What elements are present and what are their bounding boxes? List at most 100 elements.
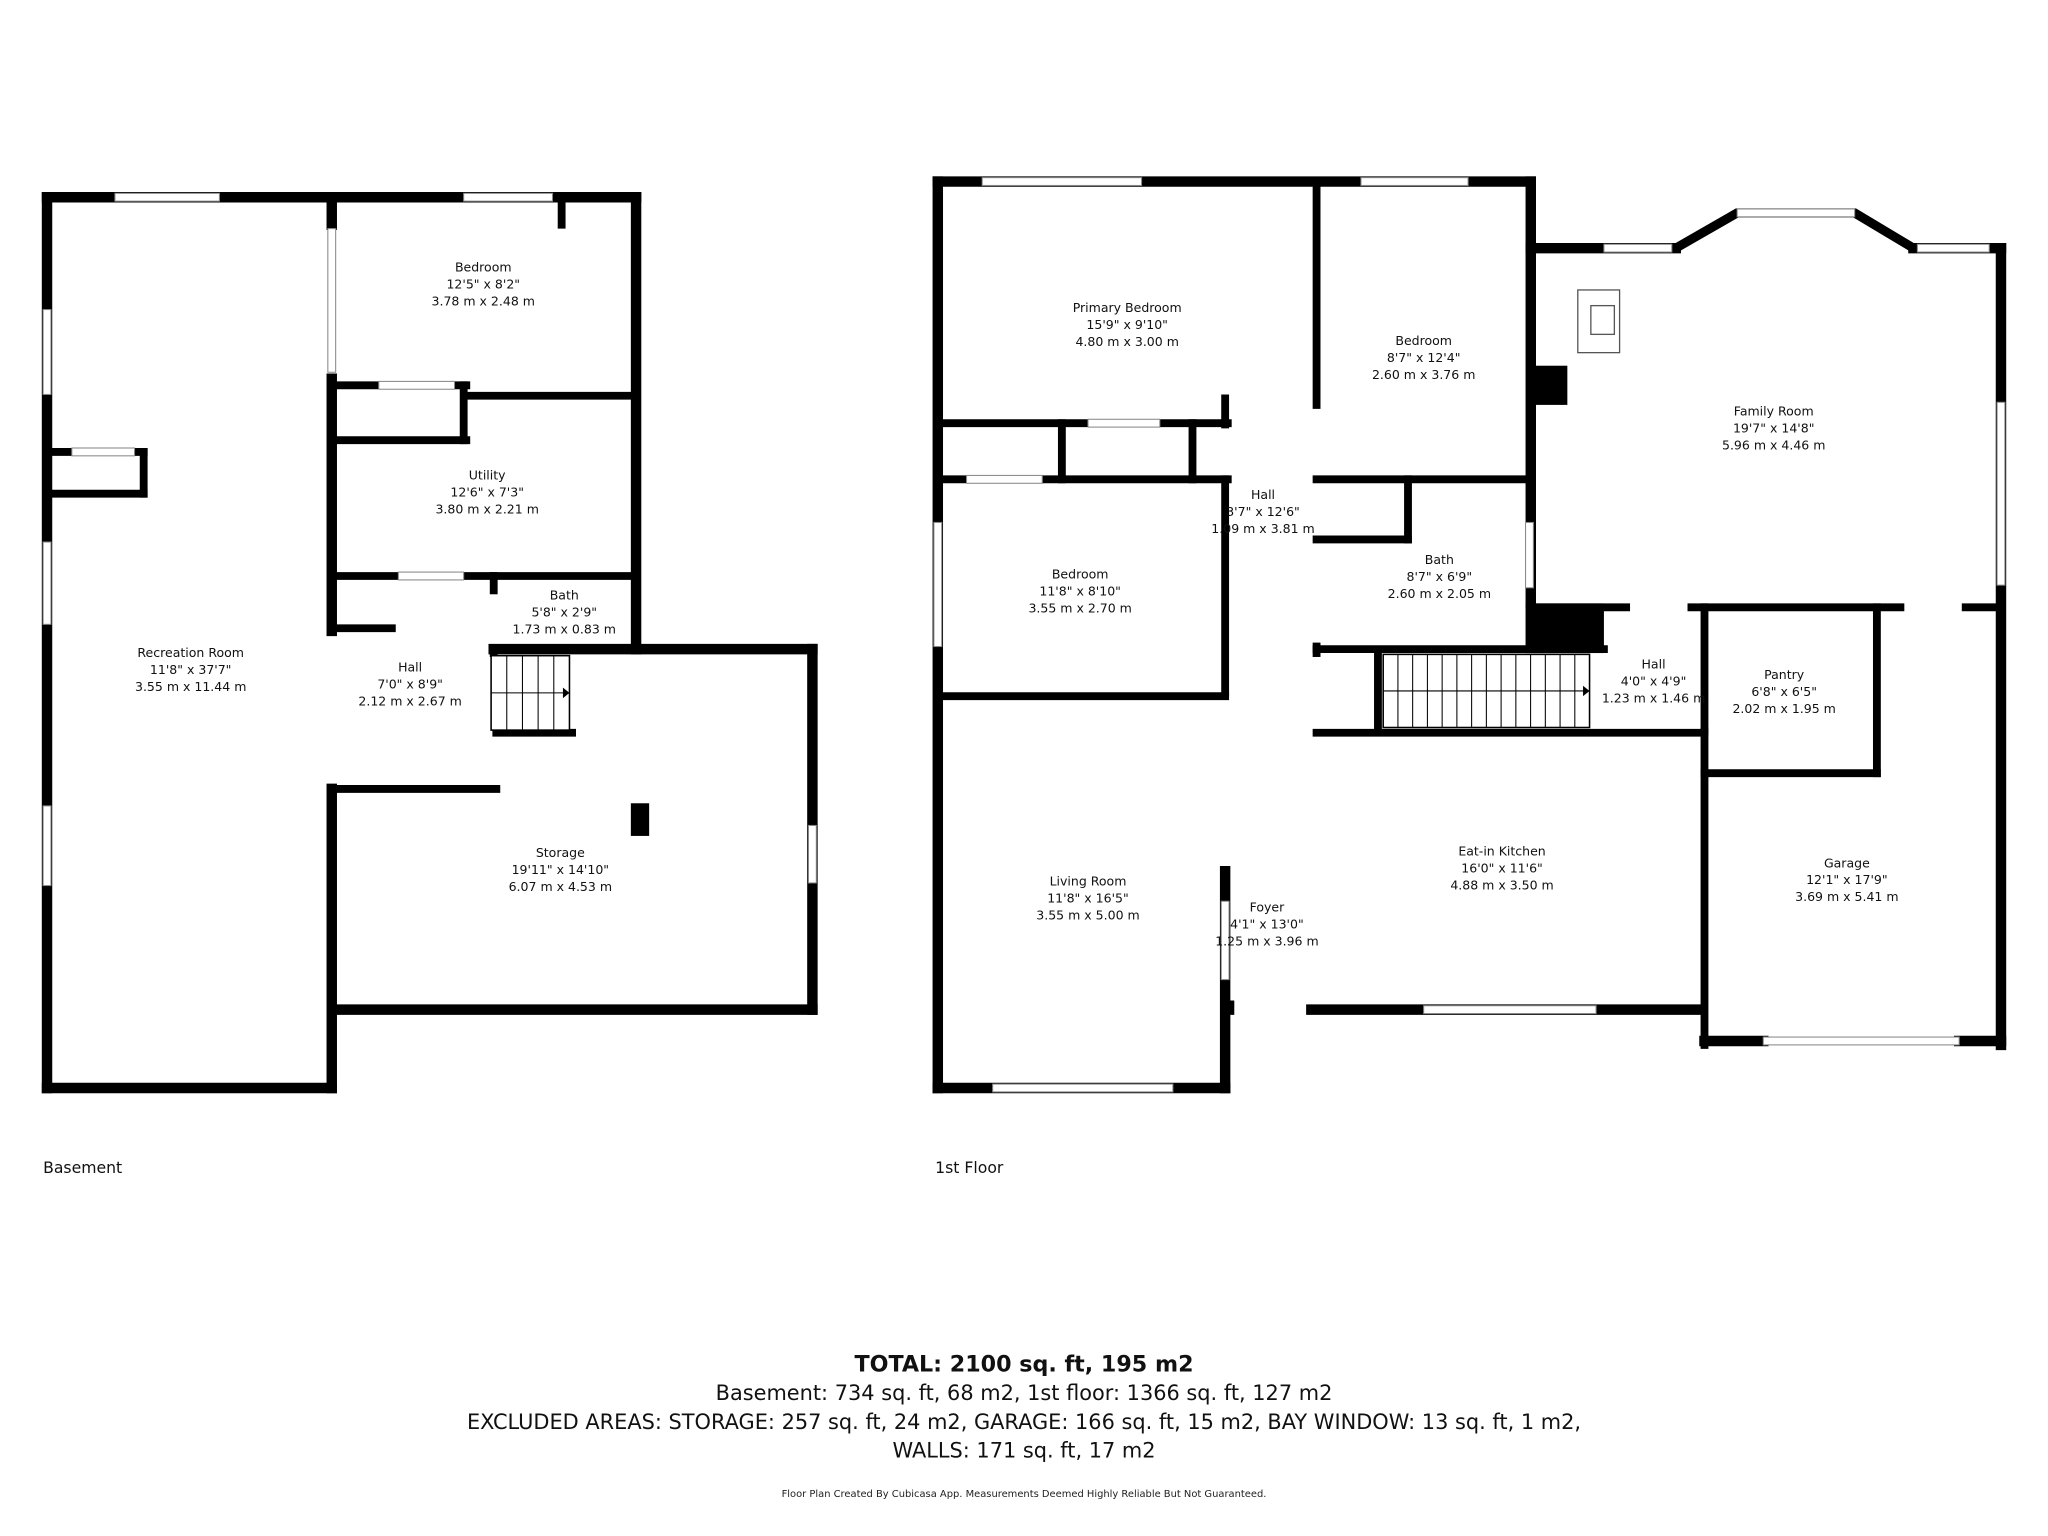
window: [327, 228, 337, 373]
window: [1423, 1005, 1597, 1015]
room-size-imperial: 4'1" x 13'0": [1230, 917, 1304, 932]
room-size-imperial: 12'6" x 7'3": [450, 484, 524, 499]
basement-room-bedroom: Bedroom 12'5" x 8'2" 3.78 m x 2.48 m: [432, 260, 535, 309]
window: [42, 309, 52, 395]
first-floor-room-pantry: Pantry 6'8" x 6'5" 2.02 m x 1.95 m: [1732, 667, 1835, 716]
first-floor-room-hall-2: Hall 4'0" x 4'9" 1.23 m x 1.46 m: [1602, 657, 1705, 706]
room-size-metric: 1.25 m x 3.96 m: [1215, 934, 1318, 949]
window: [807, 824, 817, 884]
fireplace-insert: [1590, 304, 1616, 336]
room-name: Eat-in Kitchen: [1458, 844, 1545, 859]
room-name: Living Room: [1050, 874, 1127, 889]
window: [1736, 208, 1856, 218]
room-size-imperial: 4'0" x 4'9": [1621, 674, 1687, 689]
room-size-metric: 4.80 m x 3.00 m: [1075, 334, 1178, 349]
room-name: Bath: [1425, 552, 1454, 567]
room-size-metric: 2.60 m x 2.05 m: [1388, 586, 1491, 601]
room-name: Bath: [550, 588, 579, 603]
first-floor-room-bedroom-2: Bedroom 8'7" x 12'4" 2.60 m x 3.76 m: [1372, 333, 1475, 382]
wall-block: [1525, 603, 1604, 654]
room-size-imperial: 12'1" x 17'9": [1806, 872, 1888, 887]
window: [1360, 177, 1469, 186]
chimney: [1534, 365, 1568, 405]
room-size-imperial: 16'0" x 11'6": [1461, 860, 1543, 875]
excluded-areas: EXCLUDED AREAS: STORAGE: 257 sq. ft, 24 …: [467, 1410, 1581, 1434]
first-floor-room-garage: Garage 12'1" x 17'9" 3.69 m x 5.41 m: [1795, 855, 1898, 904]
room-size-imperial: 8'7" x 6'9": [1407, 569, 1473, 584]
stairs: [490, 653, 1591, 731]
room-size-metric: 3.55 m x 5.00 m: [1036, 908, 1139, 923]
stair-arrow-icon: [562, 687, 570, 699]
floor-areas: Basement: 734 sq. ft, 68 m2, 1st floor: …: [716, 1381, 1333, 1405]
room-size-metric: 3.80 m x 2.21 m: [435, 501, 538, 516]
window: [1087, 418, 1161, 428]
room-name: Recreation Room: [137, 645, 244, 660]
room-size-metric: 5.96 m x 4.46 m: [1722, 437, 1825, 452]
first-floor-room-family: Family Room 19'7" x 14'8" 5.96 m x 4.46 …: [1722, 403, 1825, 452]
window: [463, 192, 554, 202]
room-size-metric: 2.02 m x 1.95 m: [1732, 701, 1835, 716]
room-size-metric: 1.09 m x 3.81 m: [1211, 521, 1314, 536]
window: [992, 1083, 1174, 1093]
walls: [41, 176, 2007, 1094]
room-size-imperial: 15'9" x 9'10": [1086, 317, 1168, 332]
window: [1996, 401, 2006, 586]
room-size-metric: 4.88 m x 3.50 m: [1450, 877, 1553, 892]
room-name: Bedroom: [1395, 333, 1452, 348]
stair-arrow-icon: [1583, 685, 1590, 697]
bay-window-wall: [1673, 208, 1916, 253]
first-floor-room-primary-bedroom: Primary Bedroom 15'9" x 9'10" 4.80 m x 3…: [1073, 300, 1182, 349]
room-name: Garage: [1824, 855, 1870, 870]
room-name: Foyer: [1250, 900, 1286, 915]
fixtures: [1577, 289, 1621, 354]
room-size-imperial: 11'8" x 16'5": [1047, 891, 1129, 906]
room-size-metric: 2.12 m x 2.67 m: [358, 693, 461, 708]
room-name: Hall: [1251, 487, 1275, 502]
room-size-imperial: 19'11" x 14'10": [512, 862, 609, 877]
first-floor-room-living: Living Room 11'8" x 16'5" 3.55 m x 5.00 …: [1036, 874, 1139, 923]
basement-room-utility: Utility 12'6" x 7'3" 3.80 m x 2.21 m: [435, 467, 538, 516]
room-size-metric: 1.73 m x 0.83 m: [513, 621, 616, 636]
window: [1916, 243, 1990, 253]
window: [71, 447, 136, 457]
window: [114, 192, 220, 202]
window: [966, 474, 1043, 484]
window: [1762, 1036, 1960, 1046]
room-size-imperial: 11'8" x 37'7": [150, 662, 232, 677]
first-floor-room-foyer: Foyer 4'1" x 13'0" 1.25 m x 3.96 m: [1215, 900, 1318, 949]
first-floor-label: 1st Floor: [935, 1158, 1004, 1177]
room-size-imperial: 7'0" x 8'9": [377, 676, 443, 691]
window: [42, 541, 52, 625]
room-name: Family Room: [1734, 403, 1814, 418]
window: [397, 571, 465, 581]
walls-area: WALLS: 171 sq. ft, 17 m2: [892, 1439, 1155, 1463]
room-size-metric: 1.23 m x 1.46 m: [1602, 691, 1705, 706]
room-name: Utility: [469, 467, 506, 482]
window: [1220, 900, 1230, 981]
room-size-metric: 2.60 m x 3.76 m: [1372, 367, 1475, 382]
total-area: TOTAL: 2100 sq. ft, 195 m2: [854, 1351, 1193, 1377]
first-floor-room-kitchen: Eat-in Kitchen 16'0" x 11'6" 4.88 m x 3.…: [1450, 844, 1553, 893]
room-size-metric: 3.69 m x 5.41 m: [1795, 889, 1898, 904]
room-name: Primary Bedroom: [1073, 300, 1182, 315]
room-size-imperial: 19'7" x 14'8": [1733, 420, 1815, 435]
room-size-metric: 3.55 m x 2.70 m: [1028, 601, 1131, 616]
basement-room-hall: Hall 7'0" x 8'9" 2.12 m x 2.67 m: [358, 659, 461, 708]
room-size-metric: 6.07 m x 4.53 m: [509, 879, 612, 894]
window: [1603, 243, 1673, 253]
basement-room-bath: Bath 5'8" x 2'9" 1.73 m x 0.83 m: [513, 588, 616, 637]
first-floor-room-hall: Hall 3'7" x 12'6" 1.09 m x 3.81 m: [1211, 487, 1314, 536]
room-size-metric: 3.78 m x 2.48 m: [432, 294, 535, 309]
column: [630, 803, 650, 836]
room-name: Bedroom: [1052, 567, 1109, 582]
basement-floor-label: Basement: [43, 1158, 122, 1177]
basement-room-recreation: Recreation Room 11'8" x 37'7" 3.55 m x 1…: [135, 645, 246, 694]
basement-room-storage: Storage 19'11" x 14'10" 6.07 m x 4.53 m: [509, 845, 612, 894]
room-size-metric: 3.55 m x 11.44 m: [135, 679, 246, 694]
first-floor-room-bedroom-3: Bedroom 11'8" x 8'10" 3.55 m x 2.70 m: [1028, 567, 1131, 616]
room-size-imperial: 8'7" x 12'4": [1387, 350, 1461, 365]
credit-note: Floor Plan Created By Cubicasa App. Meas…: [782, 1489, 1267, 1500]
room-name: Pantry: [1764, 667, 1805, 682]
room-name: Storage: [536, 845, 585, 860]
